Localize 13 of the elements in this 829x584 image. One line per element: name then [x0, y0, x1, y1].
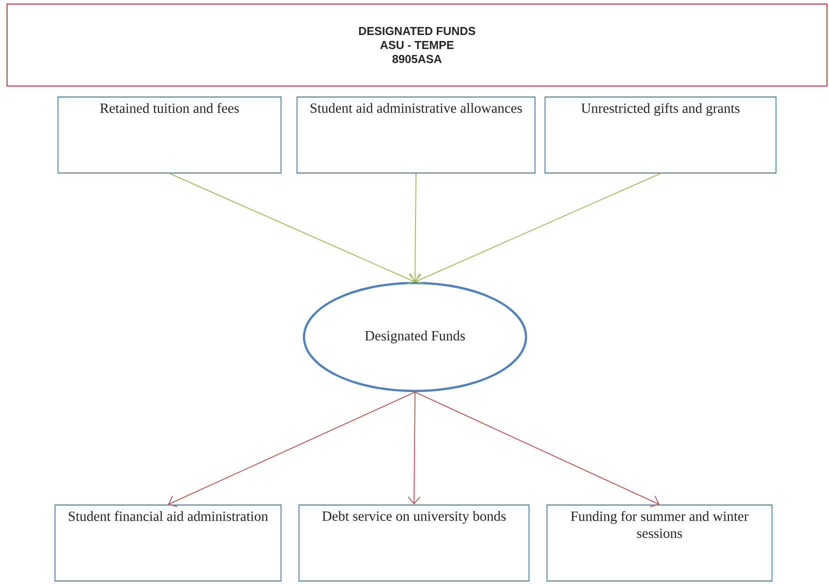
arrow [408, 173, 422, 282]
process-box: Student financial aid administration [54, 504, 282, 582]
process-box: Funding for summer and winter sessions [546, 504, 772, 582]
arrow [168, 392, 416, 508]
header-box: DESIGNATED FUNDS ASU - TEMPE 8905ASA [6, 4, 828, 86]
process-box: Retained tuition and fees [58, 96, 282, 174]
process-box: Student aid administrative allowances [296, 96, 536, 174]
process-box: Unrestricted gifts and grants [544, 96, 776, 174]
arrow [408, 392, 421, 505]
arrow [414, 392, 660, 508]
arrow [169, 173, 415, 285]
arrow [415, 173, 661, 285]
process-box: Debt service on university bonds [298, 504, 530, 582]
